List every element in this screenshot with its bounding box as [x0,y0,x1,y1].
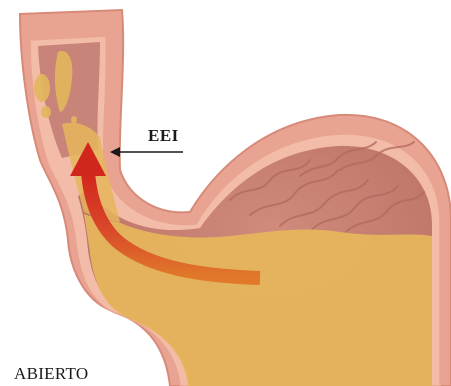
state-label: ABIERTO [14,364,88,384]
gastric-contents [84,214,432,386]
eei-pointer-arrow [110,147,183,157]
eei-label: EEI [148,126,179,146]
